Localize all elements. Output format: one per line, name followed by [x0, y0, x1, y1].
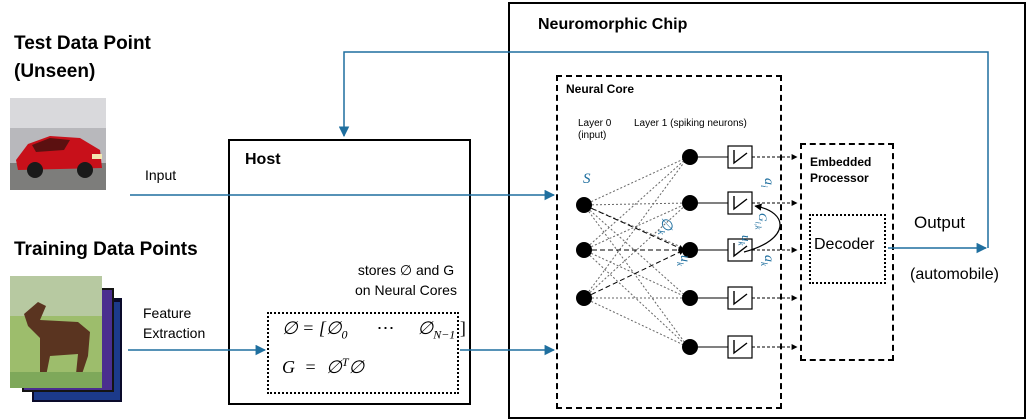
- spiking-neurons: [682, 149, 698, 355]
- embedded-processor-title: Embedded Processor: [810, 154, 871, 186]
- activation-box: [727, 335, 753, 359]
- spiking-neuron: [682, 242, 698, 258]
- horse-picture-stack: [10, 276, 122, 402]
- spike-outputs: [752, 154, 798, 350]
- test-data-title: Test Data Point (Unseen): [14, 30, 151, 86]
- phi-k-label: ∅k: [655, 217, 676, 235]
- host-stores-line2: on Neural Cores: [355, 282, 457, 298]
- neuron-to-activation-links: [698, 156, 728, 348]
- phi-k-symbol: ∅: [658, 217, 674, 231]
- feature-extraction-label: Feature Extraction: [143, 303, 205, 343]
- spiking-neuron: [682, 339, 698, 355]
- activation-box: [727, 191, 753, 215]
- feature-label-line1: Feature: [143, 305, 192, 321]
- a-i-sub: i: [759, 185, 770, 188]
- input-label: Input: [145, 167, 177, 183]
- red-car-image: [10, 98, 106, 190]
- gram-eq-transpose: T: [341, 355, 349, 369]
- decoder-label: Decoder: [814, 236, 875, 253]
- a-i-label: ai: [759, 178, 776, 188]
- activation-box: [727, 286, 753, 310]
- layer0-label: Layer 0 (input): [578, 118, 611, 142]
- s-label: S: [583, 171, 591, 187]
- embedded-processor-box: [800, 143, 894, 361]
- output-class-label: (automobile): [910, 266, 999, 283]
- gram-eq-phi2: ∅: [348, 357, 365, 377]
- u-k-right-sub: k: [736, 241, 747, 246]
- training-data-title: Training Data Points: [14, 239, 198, 260]
- phi-eq-sub0: 0: [341, 327, 348, 342]
- decoder-box: [809, 214, 886, 284]
- gram-equation: G = ∅T∅: [282, 355, 364, 378]
- host-title: Host: [245, 151, 281, 168]
- spiking-neuron: [682, 290, 698, 306]
- neural-core-box: [556, 75, 782, 409]
- g-ik-sub: i,k: [753, 221, 763, 230]
- a-k-symbol: a: [761, 255, 776, 262]
- input-neuron: [576, 290, 592, 306]
- layer1-label: Layer 1 (spiking neurons): [634, 118, 747, 129]
- u-k-left-label: uk: [675, 255, 692, 266]
- g-ik-label: Gi,k: [754, 213, 770, 229]
- spiking-neuron: [682, 195, 698, 211]
- activation-box: [727, 145, 753, 169]
- feature-matrix-box: [267, 312, 459, 394]
- test-data-title-line2: (Unseen): [14, 61, 96, 82]
- input-neuron: [576, 242, 592, 258]
- gram-eq-equals: =: [305, 357, 316, 377]
- layer0-sub: (input): [578, 130, 607, 141]
- host-stores-line1: stores ∅ and G: [357, 262, 455, 278]
- u-k-right-label: uk: [736, 235, 754, 246]
- spiking-neuron: [682, 149, 698, 165]
- a-i-symbol: a: [761, 178, 776, 185]
- gram-eq-phi: ∅: [326, 357, 342, 377]
- phi-eq-close: ]: [459, 318, 466, 338]
- g-ik-symbol: G: [756, 213, 770, 222]
- input-neuron: [576, 197, 592, 213]
- layer0-title: Layer 0: [578, 118, 612, 129]
- a-k-label: ak: [759, 255, 776, 266]
- horse-image-stack: [10, 276, 126, 406]
- u-k-left-symbol: u: [677, 255, 692, 262]
- host-stores-note: stores ∅ and G on Neural Cores: [355, 260, 457, 300]
- test-data-title-line1: Test Data Point: [14, 33, 151, 54]
- red-car-picture: [10, 98, 106, 190]
- gram-eq-lhs: G: [282, 357, 295, 377]
- phi-k-sub: k: [655, 230, 666, 235]
- phi-eq-subn: N−1: [433, 327, 456, 342]
- output-label: Output: [914, 213, 966, 232]
- processor-title-line2: Processor: [810, 171, 869, 185]
- phi-equation: ∅ = [∅0 ⋯ ∅N−1 ]: [282, 318, 466, 343]
- activation-functions: [727, 145, 753, 359]
- phi-k-connections: [583, 204, 685, 299]
- synapse-connections: [583, 156, 689, 348]
- processor-title-line1: Embedded: [810, 155, 872, 169]
- chip-title: Neuromorphic Chip: [538, 16, 688, 33]
- feature-label-line2: Extraction: [143, 325, 206, 341]
- phi-eq-last: ∅: [417, 318, 434, 338]
- u-k-left-sub: k: [675, 262, 686, 266]
- neuromorphic-chip-box: [508, 2, 1026, 419]
- a-k-sub: k: [759, 262, 770, 266]
- neural-core-title: Neural Core: [566, 82, 635, 96]
- feedback-arrow: [338, 51, 989, 248]
- lateral-inhibition-arrow: [743, 203, 781, 253]
- host-box: [228, 139, 471, 405]
- phi-eq-dots: ⋯: [376, 318, 395, 338]
- phi-eq-lhs: ∅ = [∅: [282, 318, 342, 338]
